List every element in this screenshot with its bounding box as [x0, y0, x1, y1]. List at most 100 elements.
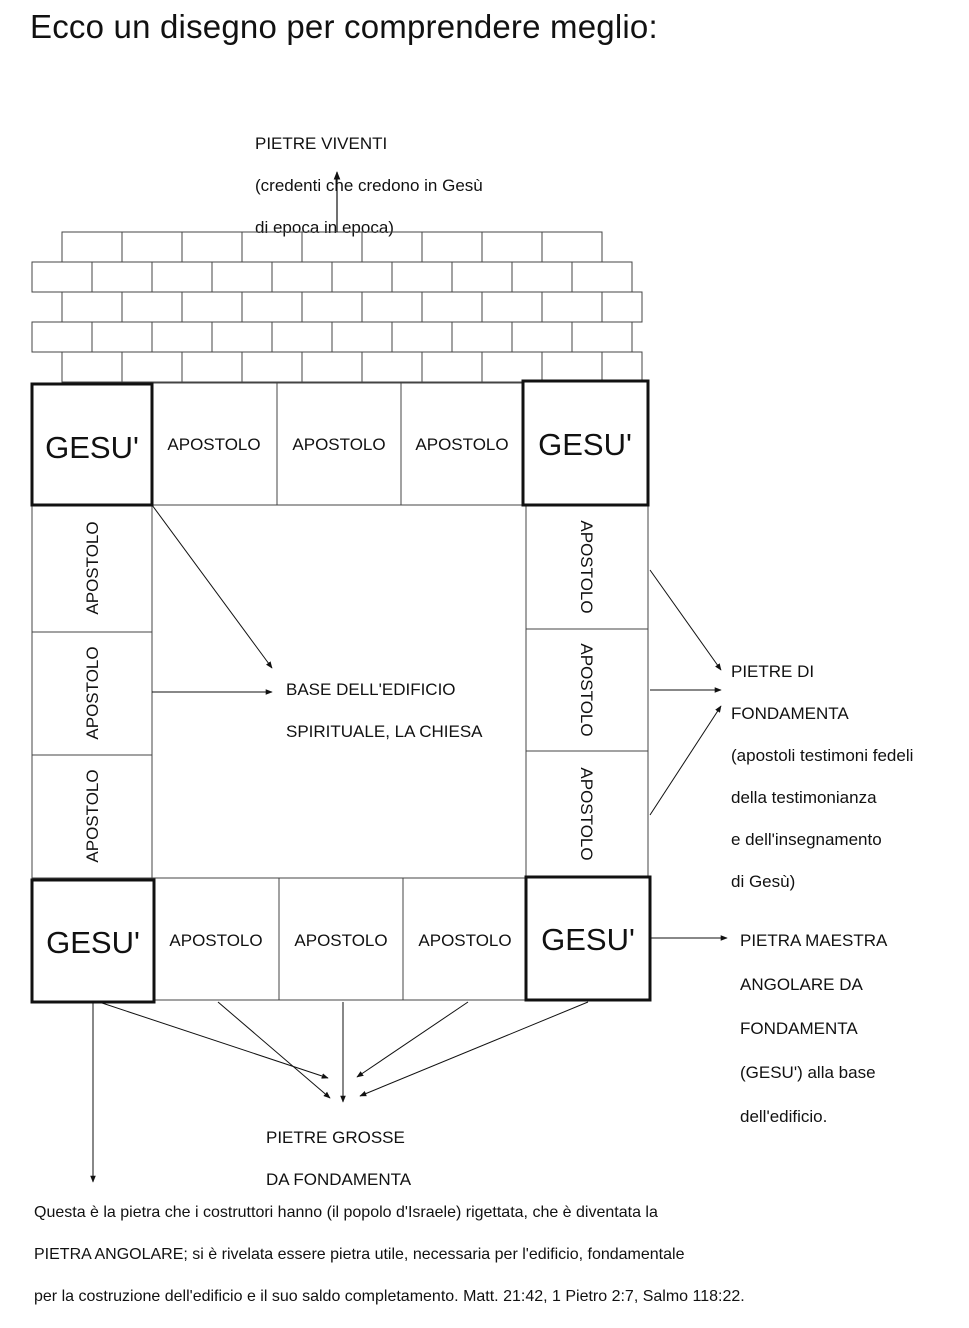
footer-line-1: Questa è la pietra che i costruttori han… [34, 1204, 658, 1221]
large-stones-arrow [356, 1001, 469, 1078]
brick [421, 291, 483, 323]
brick [361, 291, 423, 323]
cornerstone-top-left [30, 382, 154, 507]
brick [151, 321, 213, 353]
brick [181, 231, 243, 263]
cornerstone-bottom-right [524, 875, 652, 1002]
brick [331, 321, 393, 353]
foundation-stones-line-3: (apostoli testimoni fedeli [731, 746, 914, 765]
brick [61, 351, 123, 383]
brick [481, 291, 543, 323]
apostle-label: APOSTOLO [169, 931, 262, 950]
brick [61, 231, 123, 263]
master-stone-label: PIETRA MAESTRA ANGOLARE DA FONDAMENTA (G… [740, 908, 887, 1150]
brick [31, 321, 93, 353]
master-stone-line-1: PIETRA MAESTRA [740, 931, 888, 950]
brick [301, 351, 363, 383]
brick [271, 261, 333, 293]
large-stones-arrow [359, 1001, 589, 1097]
brick [241, 291, 303, 323]
foundation-arrow-upper [649, 569, 722, 671]
large-stones-line-1: PIETRE GROSSE [266, 1128, 405, 1147]
brick [421, 351, 483, 383]
living-stones-heading: PIETRE VIVENTI [255, 134, 388, 153]
brick [211, 321, 273, 353]
brick [511, 261, 573, 293]
brick [61, 291, 123, 323]
apostle-stone-left-3 [31, 754, 153, 879]
brick [301, 291, 363, 323]
brick [541, 291, 603, 323]
brick [571, 261, 633, 293]
large-stones-arrow [217, 1001, 331, 1099]
cornerstone-top-right [521, 379, 650, 507]
footer-paragraph: Questa è la pietra che i costruttori han… [34, 1181, 745, 1328]
foundation-stones-label: PIETRE DI FONDAMENTA (apostoli testimoni… [731, 640, 913, 913]
brick [541, 351, 603, 383]
brick [331, 261, 393, 293]
brick [301, 231, 363, 263]
foundation-stones-line-5: e dell'insegnamento [731, 830, 882, 849]
brick [241, 231, 303, 263]
base-label-line-2: SPIRITUALE, LA CHIESA [286, 722, 483, 741]
cornerstone-label: GESU' [538, 427, 632, 462]
brick [451, 261, 513, 293]
large-stones-arrow [98, 1001, 329, 1079]
brick [271, 321, 333, 353]
page-title: Ecco un disegno per comprendere meglio: [30, 8, 658, 45]
brick [121, 291, 183, 323]
brick [391, 321, 453, 353]
base-label: BASE DELL'EDIFICIO SPIRITUALE, LA CHIESA [286, 658, 483, 763]
footer-line-3: per la costruzione dell'edificio e il su… [34, 1288, 745, 1305]
master-stone-line-2: ANGOLARE DA [740, 975, 863, 994]
brick [451, 321, 513, 353]
brick [571, 321, 633, 353]
cornerstone-label: GESU' [46, 925, 140, 960]
footer-line-2: PIETRA ANGOLARE; si è rivelata essere pi… [34, 1246, 685, 1263]
brick [151, 261, 213, 293]
apostle-label: APOSTOLO [292, 435, 385, 454]
large-stones-label: PIETRE GROSSE DA FONDAMENTA [266, 1106, 411, 1211]
master-stone-line-3: FONDAMENTA [740, 1019, 858, 1038]
apostle-label: APOSTOLO [577, 767, 596, 860]
brick [91, 261, 153, 293]
apostle-label: APOSTOLO [294, 931, 387, 950]
brick [601, 291, 643, 323]
apostle-label: APOSTOLO [577, 643, 596, 736]
brick [361, 351, 423, 383]
large-stones-line-2: DA FONDAMENTA [266, 1170, 412, 1189]
apostle-label: APOSTOLO [418, 931, 511, 950]
base-arrow-diagonal [151, 504, 273, 669]
base-label-line-1: BASE DELL'EDIFICIO [286, 680, 456, 699]
apostle-label: APOSTOLO [83, 769, 102, 862]
cornerstone-bottom-left [30, 878, 156, 1004]
brick [391, 261, 453, 293]
brick [361, 231, 423, 263]
brick [121, 351, 183, 383]
foundation-stones-line-4: della testimonianza [731, 788, 877, 807]
brick [541, 231, 603, 263]
foundation-arrow-lower [649, 705, 722, 816]
foundation-stones-line-1: PIETRE DI [731, 662, 815, 681]
master-stone-line-5: dell'edificio. [740, 1107, 828, 1126]
foundation-stones-line-6: di Gesù) [731, 872, 796, 891]
brick [31, 261, 93, 293]
cornerstone-label: GESU' [541, 922, 635, 957]
brick [181, 351, 243, 383]
cornerstone-label: GESU' [45, 430, 139, 465]
apostle-label: APOSTOLO [83, 521, 102, 614]
brick [181, 291, 243, 323]
brick [481, 351, 543, 383]
living-stones-wall [31, 231, 643, 383]
brick [511, 321, 573, 353]
apostle-label: APOSTOLO [415, 435, 508, 454]
brick [601, 351, 643, 383]
apostle-label: APOSTOLO [167, 435, 260, 454]
brick [241, 351, 303, 383]
church-foundation-diagram: GESU' GESU' GESU' GESU' APOSTOLO APOSTOL… [30, 171, 728, 1183]
apostle-label: APOSTOLO [83, 646, 102, 739]
foundation-stones-line-2: FONDAMENTA [731, 704, 849, 723]
brick [211, 261, 273, 293]
brick [481, 231, 543, 263]
apostle-label: APOSTOLO [577, 520, 596, 613]
